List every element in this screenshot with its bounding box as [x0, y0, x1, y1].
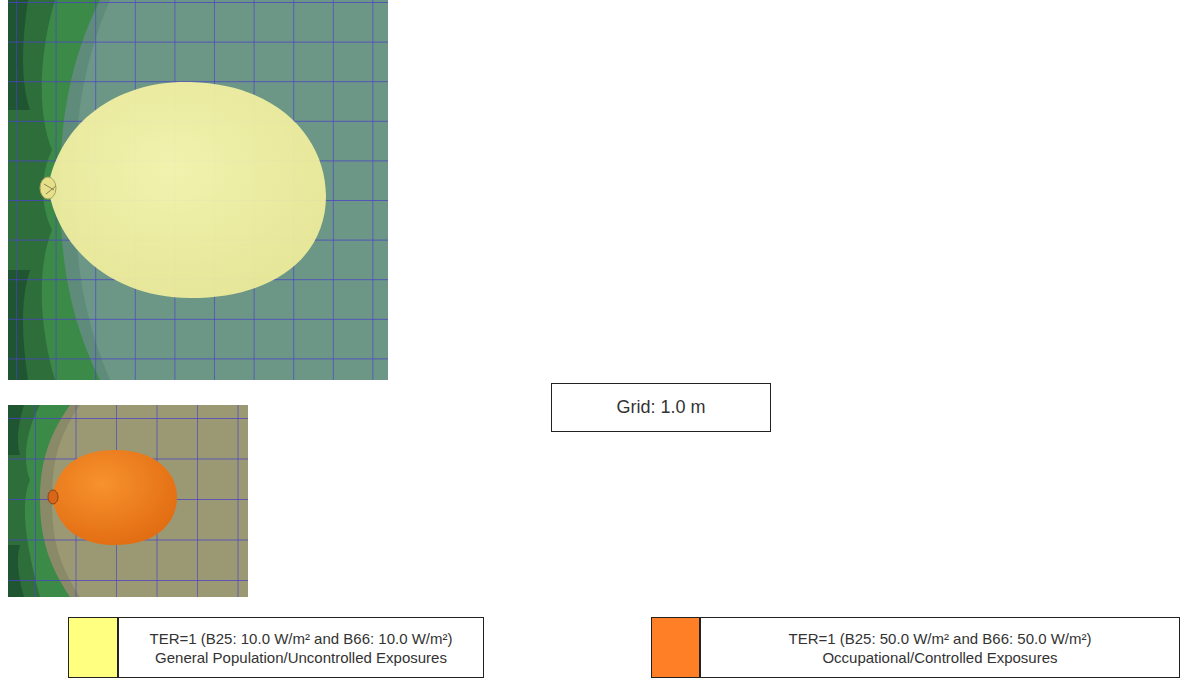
- legend-label-box: TER=1 (B25: 10.0 W/m² and B66: 10.0 W/m²…: [118, 617, 484, 678]
- grid-scale-label: Grid: 1.0 m: [616, 397, 705, 418]
- scale-box: Grid: 1.0 m: [551, 383, 771, 432]
- occupational-plot: [8, 405, 248, 597]
- legend-text: TER=1 (B25: 10.0 W/m² and B66: 10.0 W/m²…: [134, 629, 469, 667]
- legend-text: TER=1 (B25: 50.0 W/m² and B66: 50.0 W/m²…: [773, 629, 1108, 667]
- general-population-plot: [8, 0, 388, 380]
- legend-swatch: [651, 617, 700, 678]
- legend-swatch: [68, 617, 118, 678]
- legend-label-box: TER=1 (B25: 50.0 W/m² and B66: 50.0 W/m²…: [700, 617, 1180, 678]
